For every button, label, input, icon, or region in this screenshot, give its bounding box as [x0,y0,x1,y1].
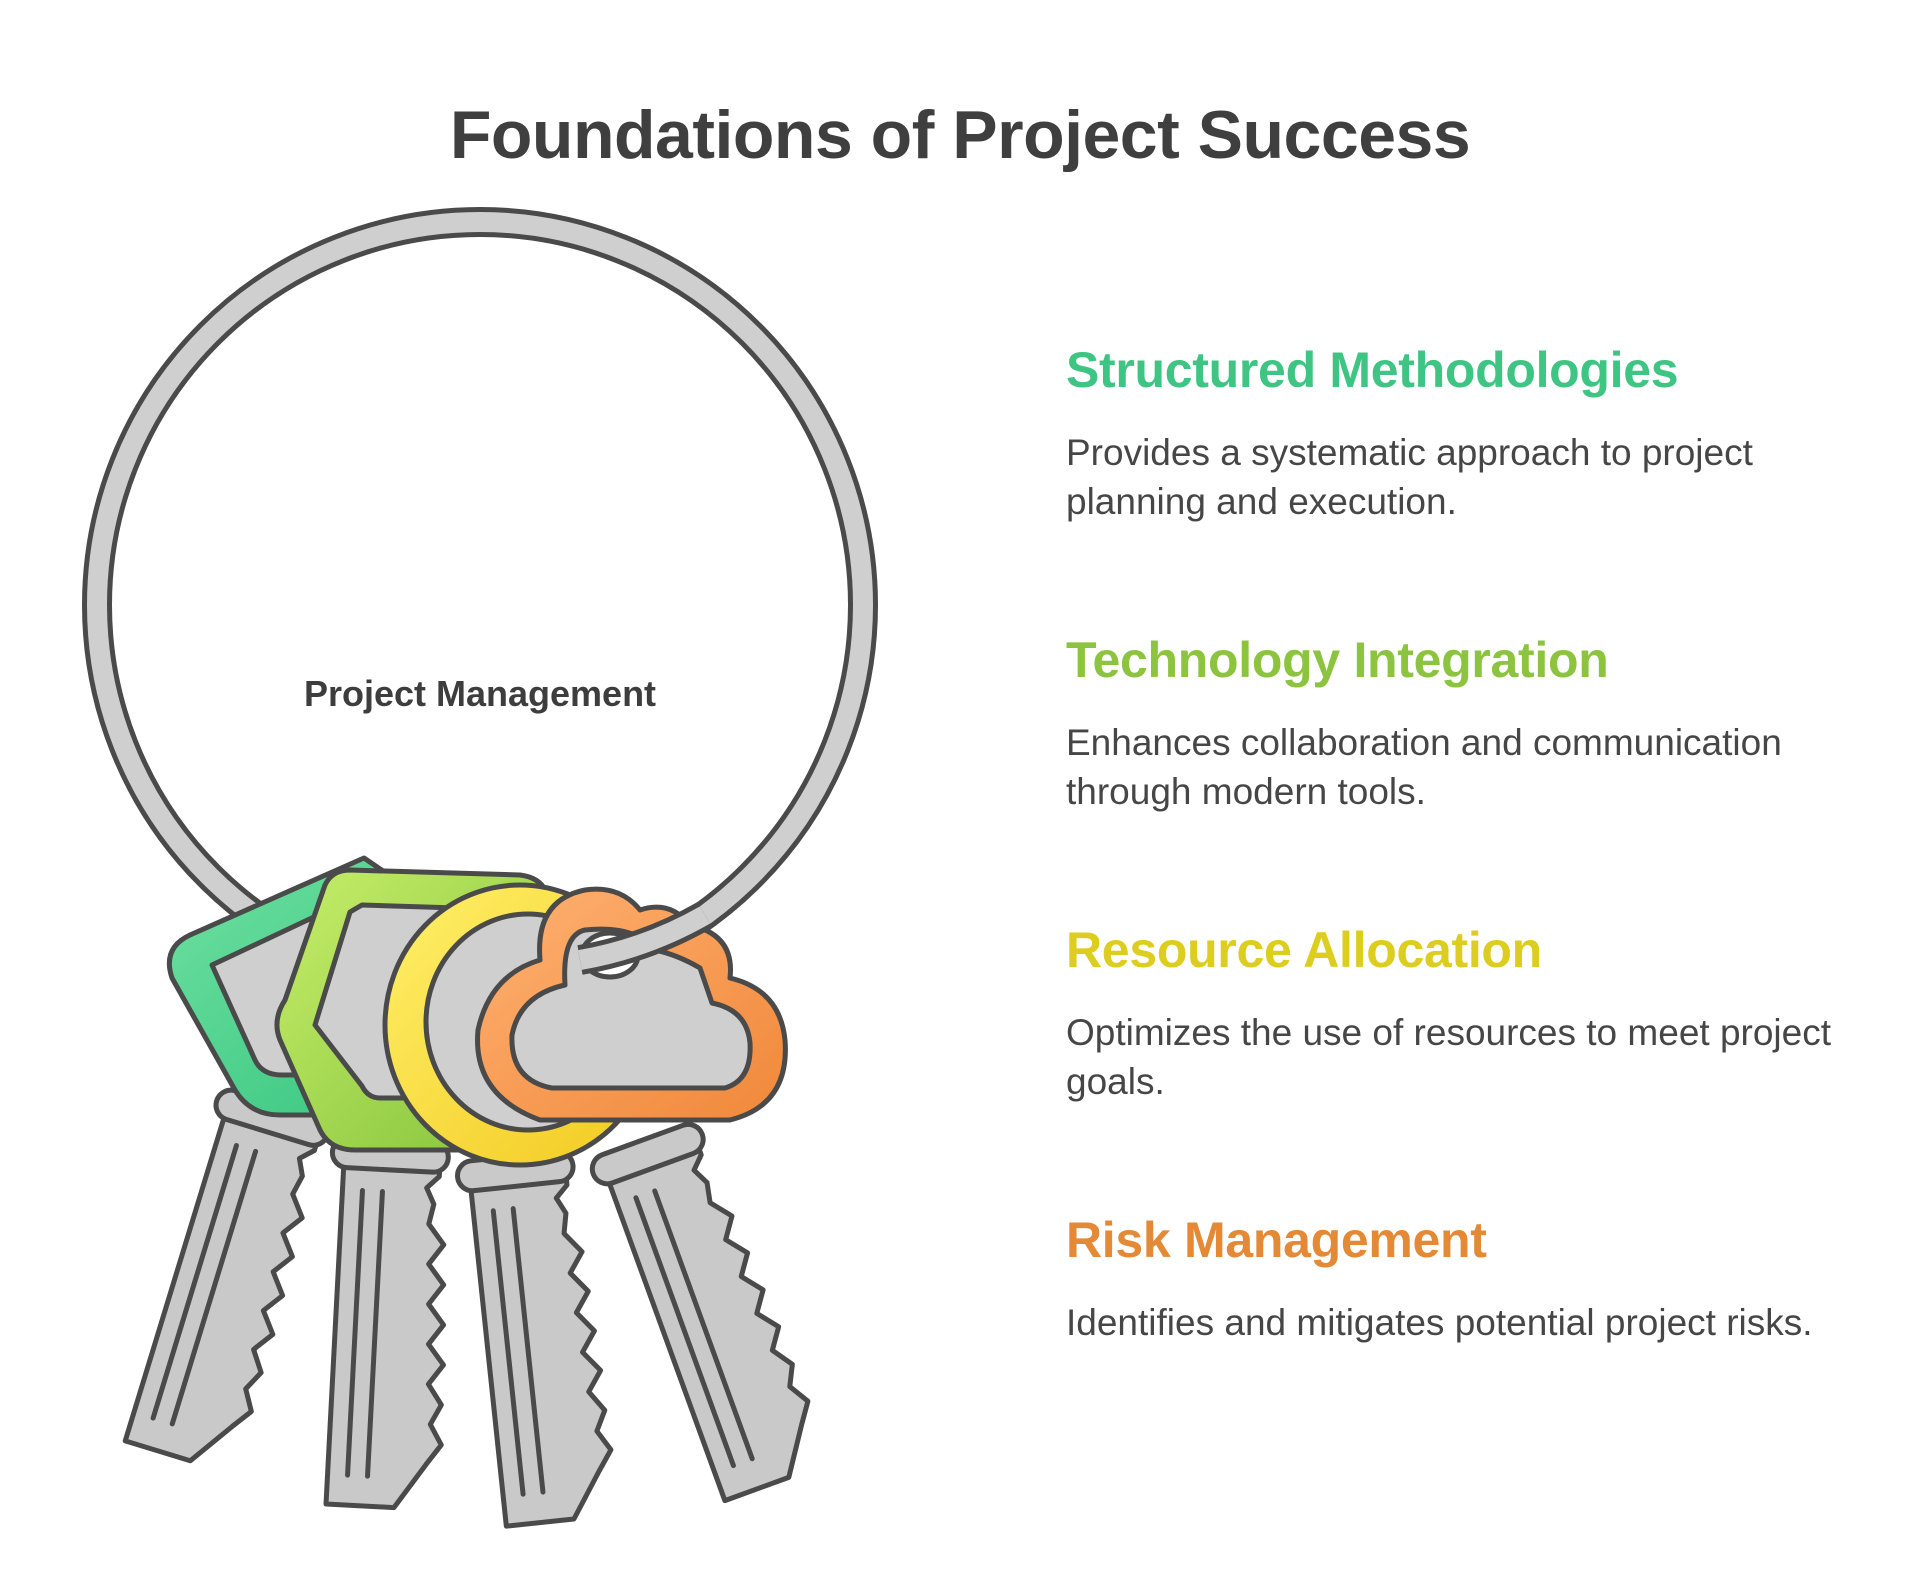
item-description: Enhances collaboration and communication… [1066,722,1782,812]
key-blade-1 [114,1086,340,1473]
item-description: Provides a systematic approach to projec… [1066,432,1753,522]
key-blade-2 [314,1137,457,1510]
item-description: Identifies and mitigates potential proje… [1066,1302,1813,1343]
item-risk-management: Risk Management Identifies and mitigates… [1066,1210,1896,1347]
item-technology-integration: Technology Integration Enhances collabor… [1066,630,1896,816]
item-structured-methodologies: Structured Methodologies Provides a syst… [1066,340,1896,526]
item-title: Structured Methodologies [1066,342,1679,398]
item-title: Technology Integration [1066,632,1609,688]
item-title: Risk Management [1066,1212,1487,1268]
item-resource-allocation: Resource Allocation Optimizes the use of… [1066,920,1896,1106]
hub-label: Project Management [303,673,657,714]
item-title: Resource Allocation [1066,922,1542,978]
key-blade-3 [456,1149,618,1527]
key-blade-4 [588,1117,830,1504]
item-description: Optimizes the use of resources to meet p… [1066,1012,1832,1102]
page-title: Foundations of Project Success [449,97,1471,173]
